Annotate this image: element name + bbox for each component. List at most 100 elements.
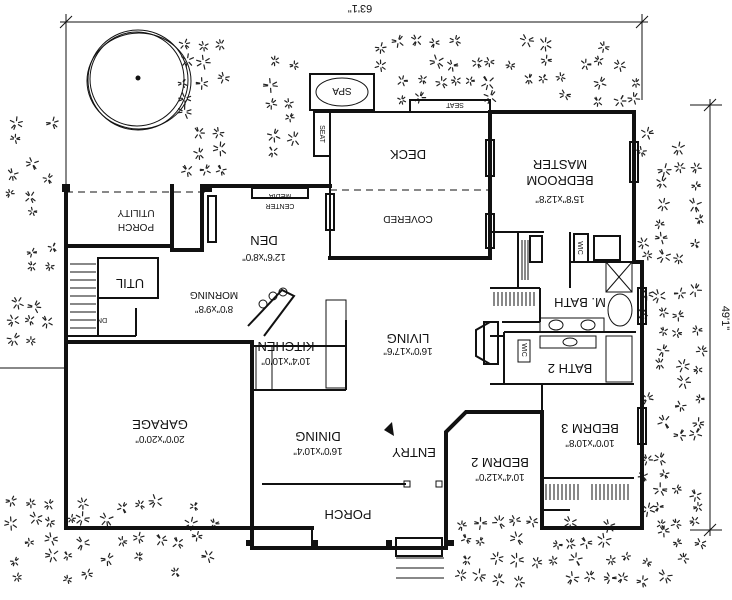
garage-label: GARAGE [132, 417, 188, 432]
shrub [100, 552, 114, 567]
shrub [642, 287, 654, 301]
seat-top [409, 99, 491, 113]
shrub [286, 131, 299, 146]
shrub [677, 375, 691, 389]
shrub [548, 555, 558, 566]
shrub [656, 519, 666, 529]
shrub [674, 162, 686, 174]
shrub [672, 484, 682, 495]
shrub [672, 328, 683, 338]
shrub [25, 315, 35, 326]
shrub [593, 96, 603, 107]
shrub [457, 520, 467, 531]
shrub [465, 76, 475, 86]
shrub [472, 568, 486, 582]
shrub [414, 91, 427, 104]
shrub [181, 164, 193, 177]
shrub [199, 164, 211, 176]
shrub [531, 557, 543, 569]
shrub [462, 555, 471, 566]
shrub [689, 283, 702, 298]
deck-label: DECK [390, 147, 426, 162]
shrub [555, 72, 566, 82]
shrub [418, 75, 427, 85]
seat-side-label: SEAT [318, 125, 325, 143]
shrub [632, 78, 641, 88]
master-bath-label: M. BATH [554, 295, 606, 310]
shrub [659, 307, 669, 318]
shrub [677, 552, 690, 564]
shrub [565, 571, 580, 585]
shrub [659, 326, 668, 337]
garage-size: 20'0"x20'0" [135, 433, 185, 444]
shrub [566, 538, 576, 550]
shrub [593, 76, 607, 90]
shrub [117, 502, 128, 514]
entry-label: ENTRY [392, 445, 436, 460]
shrub [284, 98, 294, 109]
shrub [670, 518, 682, 529]
shrub [217, 71, 230, 84]
shrub [397, 95, 407, 105]
bedroom-3-size: 10'0"x10'8" [565, 437, 615, 448]
shrub [27, 206, 38, 216]
shrub [6, 332, 20, 346]
shrub [447, 59, 459, 72]
shrub [26, 498, 36, 509]
spa [309, 73, 375, 111]
shrub [593, 55, 604, 66]
shrub [654, 219, 665, 230]
shrub [212, 141, 227, 157]
windows [207, 139, 647, 445]
shrub [695, 214, 704, 225]
shrub [690, 162, 702, 174]
master-bedroom-size: 15'8"x12'8" [535, 193, 585, 204]
shrub [510, 531, 523, 545]
shrub [99, 512, 114, 527]
shrub [76, 536, 90, 551]
shrub [692, 325, 703, 336]
shrub [45, 116, 59, 129]
shrub [75, 511, 90, 526]
shrub [553, 540, 563, 550]
shrub [568, 552, 583, 566]
shrub [45, 516, 55, 528]
shrub [689, 197, 702, 213]
shrub [195, 77, 209, 90]
shrub [177, 104, 192, 119]
shrub [540, 37, 552, 52]
master-bedroom-label-1: MASTER [533, 157, 587, 172]
shrub [4, 516, 17, 531]
shrub [198, 41, 209, 52]
master-bedroom-label-2: BEDROOM [526, 173, 593, 188]
shrub [694, 538, 707, 550]
exterior-walls [64, 99, 644, 550]
shrub [519, 34, 535, 48]
kitchen-label: KITCHEN [257, 339, 314, 354]
shrub [193, 147, 204, 160]
shrub [656, 176, 667, 189]
shrub [492, 573, 505, 586]
shrub [657, 414, 670, 429]
shrub [27, 261, 37, 272]
front-door [395, 537, 444, 579]
shrub [657, 197, 670, 212]
shrub [133, 531, 145, 544]
shrub [44, 532, 58, 546]
shrub [27, 300, 42, 314]
shrub [657, 525, 670, 538]
seat-top-label: SEAT [445, 101, 463, 108]
shrub [178, 38, 191, 50]
shrub [481, 76, 494, 91]
morning-size: 8'0"x9'8" [194, 303, 233, 314]
media-center-label-1: MEDIA [269, 192, 292, 199]
kitchen-counters [255, 299, 347, 391]
shrub [270, 55, 280, 67]
shrub [267, 128, 281, 143]
bedroom-3-label: BEDRM 3 [561, 421, 619, 436]
shrub [673, 429, 687, 441]
shrub [580, 537, 593, 550]
shrub [25, 191, 36, 203]
shrub [5, 495, 17, 507]
